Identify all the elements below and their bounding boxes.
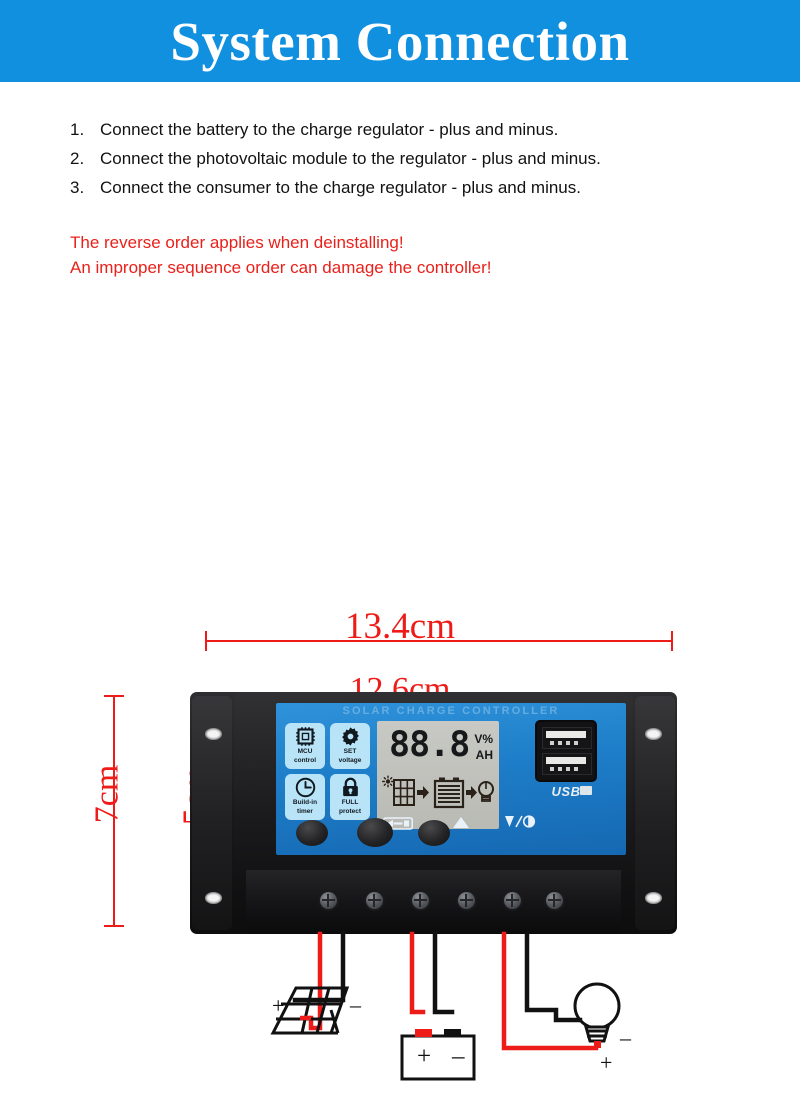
usb-label: USB [551,784,581,799]
feature-badge-buildin-timer: Build-in timer [285,774,325,820]
controller-faceplate: SOLAR CHARGE CONTROLLER MCU [276,703,626,855]
instruction-text: Connect the battery to the charge regula… [100,120,559,139]
terminal-screw[interactable] [320,892,337,909]
lamp-icon [478,781,494,802]
mount-hole [645,892,662,904]
dimension-line-width-outer [205,631,673,651]
feature-label-line1: FULL [341,799,359,806]
lcd-digits: 88.8 [389,725,470,765]
instruction-list: 1. Connect the battery to the charge reg… [70,120,710,207]
dimension-line-height-outer [104,695,124,927]
feature-badge-full-protect: FULL protect [330,774,370,820]
lcd-flow-diagram [382,775,494,809]
arrow-right-icon [417,786,429,799]
solar-charge-controller: SOLAR CHARGE CONTROLLER MCU [190,692,677,934]
usb-pins [550,767,580,771]
mount-hole [205,728,222,740]
usb-tongue [546,731,586,738]
up-button[interactable] [357,818,393,847]
instruction-number: 2. [70,149,85,168]
feature-badge-grid: MCU control SET voltage Bu [285,723,370,820]
bulb-minus-label: – [620,1025,631,1050]
wire-solar-positive [308,931,323,1031]
instruction-item: 3. Connect the consumer to the charge re… [70,178,710,198]
wire-solar-negative [292,931,346,1003]
feature-badge-mcu-control: MCU control [285,723,325,769]
solar-minus-label: – [350,992,361,1017]
instruction-number: 1. [70,120,85,139]
product-diagram: 13.4cm 12.6cm 7cm 5cm SOLAR CHARGE CONTR… [0,300,800,1081]
menu-button[interactable] [296,820,328,846]
feature-label-line2: voltage [338,756,362,764]
instruction-item: 1. Connect the battery to the charge reg… [70,120,710,140]
panel-icon [393,779,415,806]
bulb-plus-label: + [600,1050,613,1075]
mount-hole [645,728,662,740]
lcd-unit-bottom: AH [475,748,493,762]
mount-hole [205,892,222,904]
wire-load-positive [501,931,599,1051]
gear-icon [341,727,359,746]
up-triangle-icon [453,817,469,828]
terminal-strip [246,870,621,934]
terminal-screw[interactable] [366,892,383,909]
instruction-text: Connect the photovoltaic module to the r… [100,149,601,168]
lcd-display: 88.8 V% AH [377,721,499,829]
mount-bracket-left [192,696,232,930]
terminal-screw[interactable] [458,892,475,909]
feature-label-line1: SET [343,748,357,755]
usb-tongue [546,757,586,764]
feature-label-line2: control [293,756,317,764]
feature-label-line2: timer [297,807,313,815]
battery-icon [433,777,465,809]
terminal-screw[interactable] [412,892,429,909]
brand-text: SOLAR CHARGE CONTROLLER [342,705,560,717]
page-title: System Connection [170,10,630,72]
usb-pins [550,741,580,745]
wire-battery-negative [432,931,455,1015]
clock-icon [295,777,315,798]
battery-minus-label: – [452,1043,465,1070]
feature-label-line1: Build-in [292,799,318,806]
down-triangle-lamp-icon [505,815,536,828]
sun-icon [382,775,394,788]
chip-icon [295,727,315,746]
dimension-label-height-outer: 7cm [88,764,126,824]
header-banner: System Connection [0,0,800,82]
lock-icon [342,777,358,797]
usb-port-upper[interactable] [542,727,592,749]
terminal-screw[interactable] [504,892,521,909]
down-button[interactable] [418,820,450,846]
wire-battery-positive [409,931,426,1015]
lcd-unit-top: V% [474,732,493,746]
warning-line-1: The reverse order applies when deinstall… [70,233,404,252]
instruction-text: Connect the consumer to the charge regul… [100,178,581,197]
usb-port-housing[interactable] [535,720,597,782]
instruction-item: 2. Connect the photovoltaic module to th… [70,149,710,169]
feature-label-line1: MCU [297,748,313,755]
mount-bracket-right [635,696,675,930]
usb-chip-icon [580,786,592,795]
usb-port-lower[interactable] [542,753,592,775]
terminal-screw[interactable] [546,892,563,909]
arrow-right-icon [466,786,477,799]
wire-load-negative [524,931,583,1023]
feature-badge-set-voltage: SET voltage [330,723,370,769]
instruction-number: 3. [70,178,85,197]
light-bulb-symbol [573,982,621,1048]
solar-plus-label: + [272,993,285,1018]
usb-block: USB [535,720,603,802]
feature-label-line2: protect [338,807,362,815]
warning-block: The reverse order applies when deinstall… [70,233,730,283]
battery-plus-label: + [417,1043,432,1070]
warning-line-2: An improper sequence order can damage th… [70,258,492,277]
